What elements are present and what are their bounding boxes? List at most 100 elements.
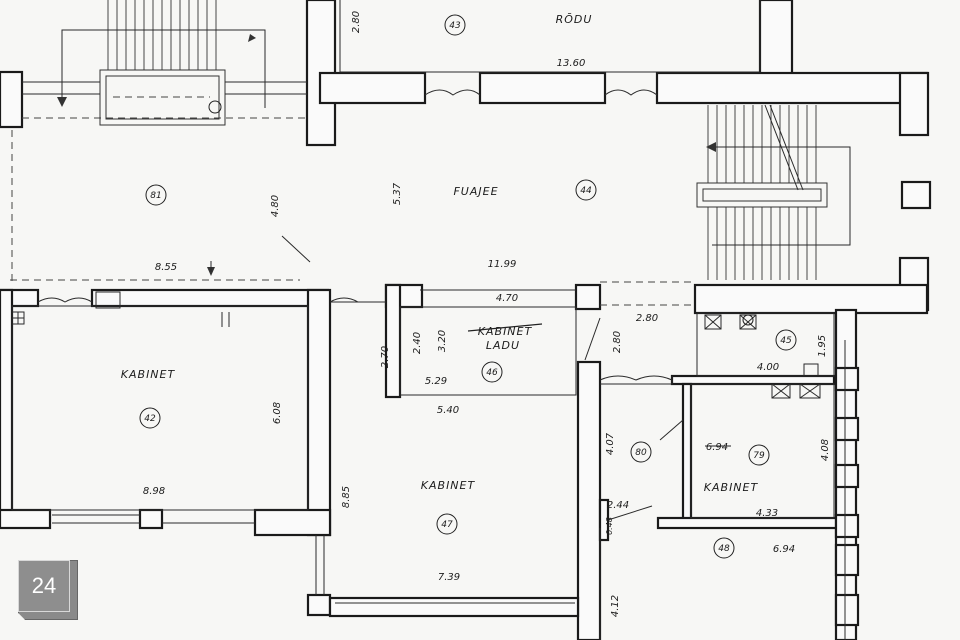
wall-segment — [574, 283, 602, 311]
dim-13-60: 13.60 — [557, 58, 586, 69]
room-number-42: 42 — [144, 414, 156, 424]
wall-segment — [384, 283, 402, 399]
door-swing — [329, 297, 359, 303]
stair-landing — [99, 69, 226, 126]
page-number: 24 — [18, 560, 70, 612]
dim-2-70: 2.70 — [380, 346, 391, 368]
room-number-circle — [481, 361, 503, 383]
wall-segment — [306, 593, 332, 617]
room-label-kabinet-47: KABINET — [421, 479, 476, 492]
small-box — [95, 291, 121, 309]
door-swing — [604, 89, 658, 96]
wall-segment — [900, 180, 932, 210]
dim-8-55: 8.55 — [155, 262, 177, 273]
room-number-48: 48 — [718, 544, 730, 554]
room-label-fuajee: FUAJEE — [453, 185, 498, 198]
door-leaf — [659, 419, 684, 441]
room-80-top — [600, 376, 673, 385]
room-number-circle — [748, 444, 770, 466]
wall-segment — [90, 288, 330, 308]
dashed-lines — [10, 96, 695, 306]
wall-segment — [138, 508, 164, 530]
window — [834, 593, 860, 627]
wall-segment — [898, 71, 930, 137]
dim-8-85: 8.85 — [341, 486, 352, 508]
room-number-81: 81 — [150, 191, 161, 201]
dim-0-48: 0.48 — [605, 517, 614, 535]
staircase-top-left — [22, 0, 307, 126]
room-42-outline — [11, 305, 309, 511]
door-leaf — [607, 505, 653, 521]
room-number-47: 47 — [441, 520, 453, 530]
fixture-x — [704, 314, 722, 330]
wall-segment — [670, 374, 836, 386]
wall-segment — [693, 283, 929, 315]
wall-segment — [0, 288, 14, 522]
dim-4-80: 4.80 — [270, 195, 281, 217]
room-45-outline — [696, 312, 835, 377]
dim-7-39: 7.39 — [438, 572, 460, 583]
wall-segment — [681, 382, 693, 522]
dim-5-37: 5.37 — [392, 182, 403, 205]
dim-4-12: 4.12 — [610, 595, 621, 617]
dim-8-98: 8.98 — [143, 486, 165, 497]
door-swing — [424, 89, 481, 96]
door-swing — [599, 375, 673, 381]
wall-segment — [656, 516, 838, 530]
room-number-circle — [436, 513, 458, 535]
stair-post — [208, 100, 222, 114]
room-43-outline — [339, 0, 761, 73]
stair-landing — [696, 182, 828, 208]
door-swing — [37, 297, 93, 303]
room-46-outline — [399, 306, 577, 396]
wall-right-of-room-43 — [758, 0, 794, 80]
stair-break-line — [764, 104, 799, 191]
dim-5-40: 5.40 — [437, 405, 459, 416]
walls — [0, 0, 932, 640]
dim-5-29: 5.29 — [425, 376, 447, 387]
fixture-box — [704, 314, 722, 330]
stair-arrow-head — [248, 34, 256, 42]
fixtures — [11, 261, 821, 399]
dim-11-99: 11.99 — [488, 259, 517, 270]
dim-3-20: 3.20 — [437, 330, 448, 352]
wall-segment — [0, 70, 24, 129]
dim-4-33: 4.33 — [756, 508, 778, 519]
room-number-44: 44 — [580, 186, 592, 196]
strikethrough — [467, 323, 543, 332]
right-windows — [834, 340, 860, 640]
room-label-kabinet-79: KABINET — [704, 481, 759, 494]
dim-2-80-mid: 2.80 — [636, 313, 658, 324]
room-label-rodu: RŌDU — [556, 13, 593, 26]
room-number-circle — [139, 407, 161, 429]
room-number-circle — [775, 329, 797, 351]
window — [834, 366, 860, 392]
dimensions: 2.80 13.60 4.80 8.55 5.37 11.99 4.70 2.8… — [143, 11, 831, 617]
wall-segment — [318, 71, 427, 105]
dim-2-40: 2.40 — [412, 332, 423, 354]
room-79-outline — [690, 383, 835, 519]
room-number-circle — [713, 537, 735, 559]
fixture-x — [771, 383, 791, 399]
room-number-80: 80 — [635, 448, 647, 458]
stair-arrow-head — [57, 97, 67, 107]
room-number-circle — [575, 179, 597, 201]
room-label-kabinet-42: KABINET — [121, 368, 176, 381]
stair-arrow-line — [61, 29, 266, 108]
wall-segment — [576, 360, 602, 640]
room-number-circle — [145, 184, 167, 206]
room-label-ladu-46: LADU — [486, 339, 520, 352]
stair-arrow-head — [706, 142, 716, 152]
room-outlines — [11, 0, 835, 640]
dim-4-08: 4.08 — [820, 439, 831, 461]
room-number-46: 46 — [486, 368, 498, 378]
door-leaf — [584, 317, 601, 361]
doors — [37, 89, 684, 521]
room-number-circles — [139, 14, 797, 559]
dim-6-94-a: 6.94 — [706, 442, 728, 453]
stair-landing-inner — [702, 188, 822, 202]
wall-segment — [478, 71, 607, 105]
dim-1-95: 1.95 — [817, 335, 828, 357]
